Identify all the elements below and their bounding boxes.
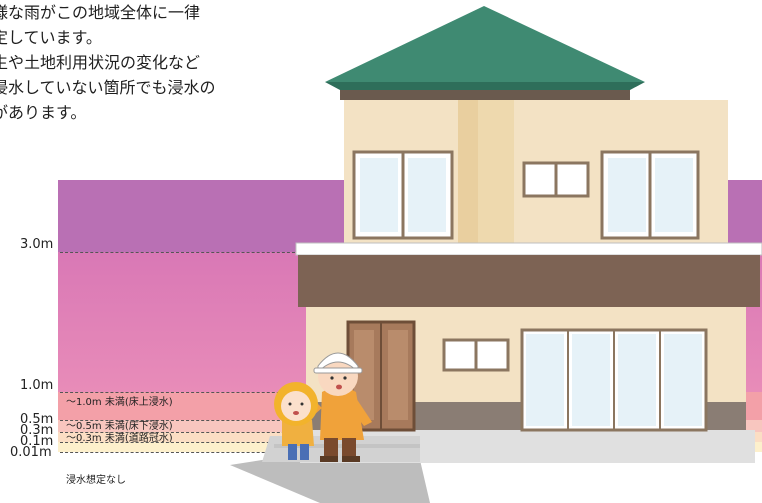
- intro-line: があります。: [0, 103, 87, 122]
- level-line-3m: [60, 252, 300, 253]
- level-line-05: [60, 420, 300, 421]
- level-line-1m: [60, 392, 300, 393]
- range-under-03m: ～0.3m 未満(道路冠水): [66, 433, 173, 444]
- level-line-01: [60, 442, 300, 443]
- roof-fascia: [340, 90, 630, 100]
- adult-figure: [300, 352, 372, 462]
- balcony-rail: [295, 242, 762, 256]
- intro-line: 浸水していない箇所でも浸水の: [0, 78, 216, 97]
- level-line-03: [60, 432, 300, 433]
- ground-shadow: [230, 460, 430, 503]
- wall-column: [458, 100, 478, 245]
- balcony-band: [298, 255, 760, 307]
- level-label-05: 0.5m: [20, 412, 54, 427]
- level-label-001: 0.01m: [10, 445, 52, 460]
- child-figure: [274, 382, 318, 460]
- level-line-001: [60, 452, 300, 453]
- intro-line: 生や土地利用状況の変化など: [0, 53, 201, 72]
- level-label-03: 0.3m: [20, 423, 54, 438]
- intro-line: 様な雨がこの地域全体に一律: [0, 3, 201, 22]
- level-label-1m: 1.0m: [20, 378, 54, 393]
- range-under-1m: ～1.0m 未満(床上浸水): [66, 397, 173, 408]
- intro-text: 様な雨がこの地域全体に一律 定しています。 生や土地利用状況の変化など 浸水して…: [0, 0, 270, 125]
- roof: [325, 6, 645, 82]
- level-label-01: 0.1m: [20, 434, 54, 449]
- level-label-3m: 3.0m: [20, 237, 54, 252]
- range-under-05m: ～0.5m 未満(床下浸水): [66, 421, 173, 432]
- range-no-flood: 浸水想定なし: [66, 475, 126, 486]
- intro-line: 定しています。: [0, 28, 102, 47]
